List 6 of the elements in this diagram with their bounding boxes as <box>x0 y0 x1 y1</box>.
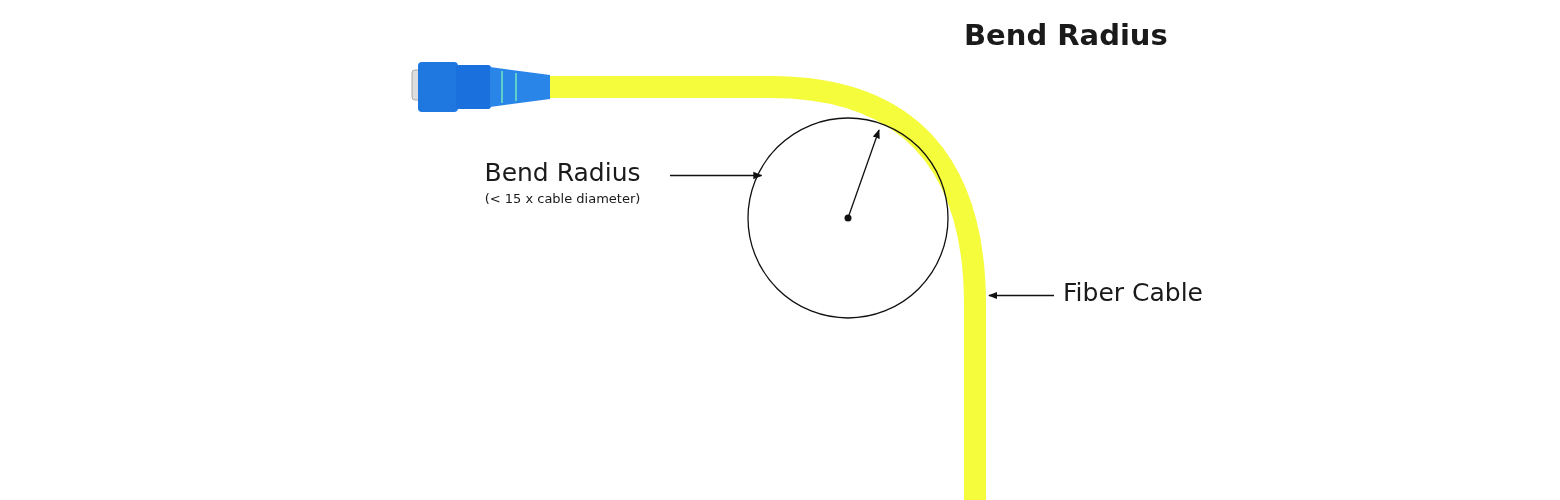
leader-arrow <box>988 291 1055 300</box>
callout-note: (< 15 x cable diameter) <box>483 191 642 206</box>
leader-arrow <box>669 171 763 180</box>
callout-label: Bend Radius <box>483 158 642 187</box>
title: Bend Radius <box>964 18 1168 52</box>
callout-label: Fiber Cable <box>1062 278 1204 307</box>
